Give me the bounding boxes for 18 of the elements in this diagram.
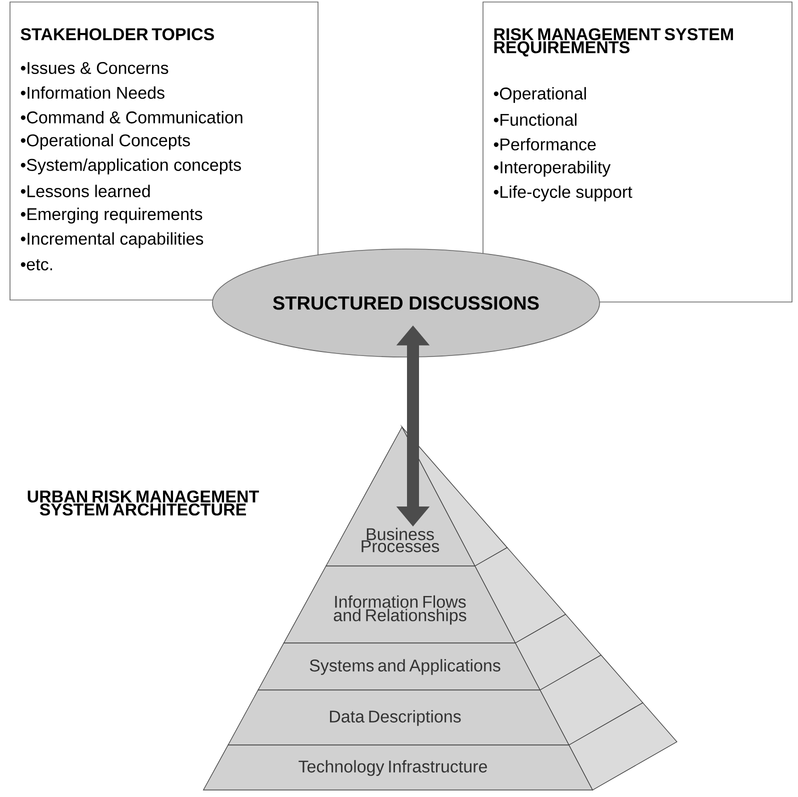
bullet-item: •System/application concepts (20, 158, 241, 174)
bullet-item: •Incremental capabilities (20, 232, 204, 248)
bullet-item: •Interoperability (494, 160, 611, 177)
architecture-label: URBAN RISK MANAGEMENT SYSTEM ARCHITECTURE (28, 490, 259, 516)
node-label: Technology Infrastructure (298, 760, 487, 776)
bullet-item: •Emerging requirements (20, 208, 202, 224)
bullet-item: •Operational (494, 87, 586, 103)
bullet-item: •etc. (20, 259, 52, 270)
bullet-item: •Functional (494, 113, 576, 126)
bullet-item: •Lessons learned (20, 184, 150, 198)
bullet-item: •Life-cycle support (494, 185, 632, 202)
bullet-item: •Information Needs (20, 86, 164, 99)
bullet-item: •Command & Communication (20, 110, 242, 124)
bullet-item: •Performance (494, 138, 596, 150)
bullet-item: •Operational Concepts (20, 134, 190, 150)
box-heading: RISK MANAGEMENT SYSTEM REQUIREMENTS (494, 28, 733, 56)
bullet-item: •Issues & Concerns (20, 62, 168, 74)
box-heading: STAKEHOLDER TOPICS (20, 28, 214, 40)
